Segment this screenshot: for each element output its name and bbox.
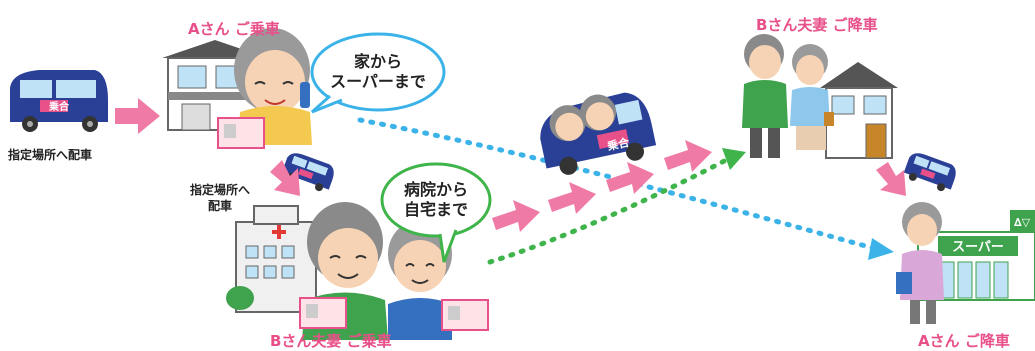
pink-arrow <box>876 162 906 196</box>
route-a-arrowhead <box>868 238 894 260</box>
bubble-text-b: 病院から 自宅まで <box>403 180 468 219</box>
route-b-arrowhead <box>722 148 746 170</box>
van-sign-center: 乗合 <box>606 135 631 153</box>
pink-arrow-sequence <box>492 140 712 232</box>
b-house <box>820 62 898 159</box>
member-card-b2 <box>441 299 489 331</box>
store-logo: ∆▽ <box>1014 216 1031 229</box>
dispatch-van-right <box>903 153 956 192</box>
label-a-dropoff: Aさん ご降車 <box>918 332 1010 350</box>
route-a-dotted-blue <box>357 117 883 253</box>
bubble-text-a: 家から スーパーまで <box>330 52 426 91</box>
man-b-standing <box>742 34 788 158</box>
route-b-dotted-green <box>487 155 733 265</box>
woman-a-shopping <box>896 202 944 324</box>
label-dispatch: 指定場所へ配車 <box>8 148 93 162</box>
van-sign-left: 乗合 <box>48 100 70 113</box>
woman-b-standing <box>790 44 834 150</box>
supermarket-sign: スーパー <box>952 240 1004 255</box>
label-b-boarding: Bさん夫妻 ご乗車 <box>270 332 392 350</box>
label-dispatch-2: 指定場所へ 配車 <box>190 183 251 213</box>
shared-van-center <box>540 92 657 175</box>
member-card-a <box>217 117 265 149</box>
pink-arrow <box>115 98 160 134</box>
dispatch-van-left <box>10 70 108 132</box>
member-card-b1 <box>299 297 347 329</box>
pink-arrow <box>270 160 300 196</box>
woman-b <box>388 220 452 340</box>
label-a-boarding: Aさん ご乗車 <box>188 20 280 38</box>
supermarket <box>917 210 1035 301</box>
speech-bubble-b <box>380 162 492 263</box>
hospital <box>226 205 317 313</box>
label-b-dropoff: Bさん夫妻 ご降車 <box>756 16 878 34</box>
speech-bubble-a <box>310 32 446 114</box>
